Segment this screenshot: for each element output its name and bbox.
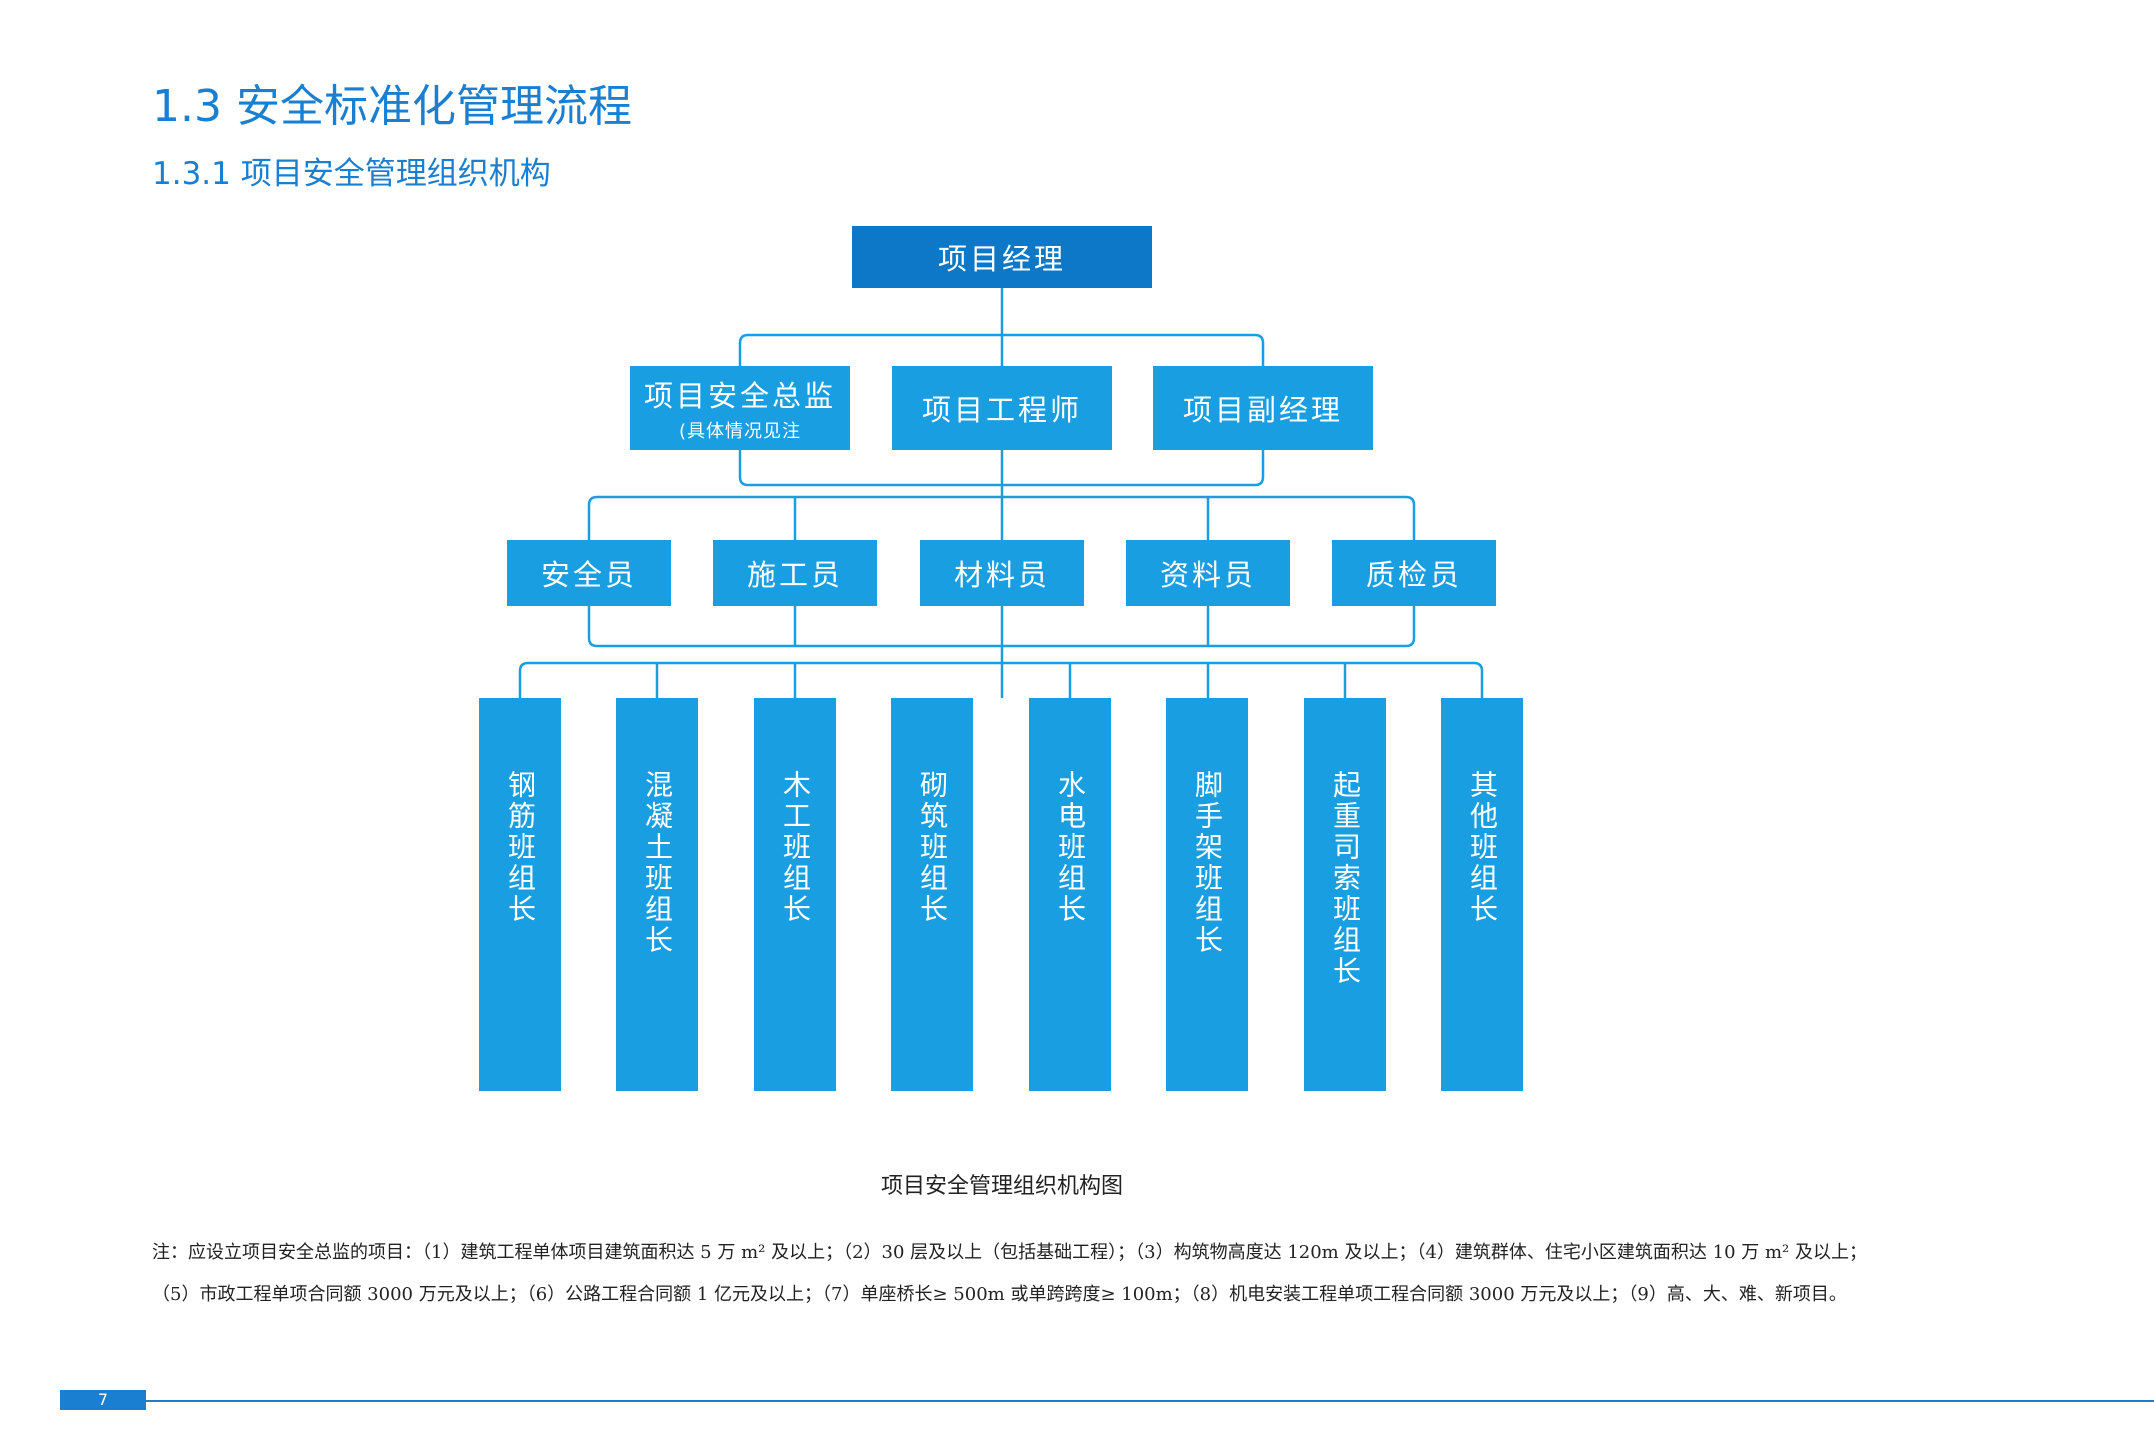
- org-node-label: 施工员: [746, 558, 843, 592]
- org-node-rigging-leader: 起重司索班组长: [1304, 698, 1386, 1091]
- org-node-label: 资料员: [1159, 558, 1256, 592]
- org-node-label: 起重司索班组长: [1329, 770, 1362, 987]
- org-node-safety-officer: 安全员: [507, 540, 671, 606]
- org-node-project-engineer: 项目工程师: [892, 366, 1112, 450]
- connector-bracket: [587, 495, 1416, 540]
- org-node-label: 项目安全总监: [643, 379, 836, 413]
- org-node-label: 钢筋班组长: [504, 770, 537, 925]
- org-node-quality-inspector: 质检员: [1332, 540, 1496, 606]
- org-node-label: 木工班组长: [779, 770, 812, 925]
- org-node-label: 安全员: [540, 558, 637, 592]
- org-node-plumbing-electrical-leader: 水电班组长: [1029, 698, 1111, 1091]
- org-node-construction-officer: 施工员: [713, 540, 877, 606]
- org-node-label: 砌筑班组长: [916, 770, 949, 925]
- org-node-label: 水电班组长: [1054, 770, 1087, 925]
- org-node-label: 项目工程师: [921, 393, 1082, 427]
- chart-caption: 项目安全管理组织机构图: [880, 1174, 1123, 1199]
- org-node-documents-officer: 资料员: [1126, 540, 1290, 606]
- org-node-rebar-leader: 钢筋班组长: [479, 698, 561, 1091]
- section-title: 1.3 安全标准化管理流程: [152, 81, 632, 132]
- footnote: 注：应设立项目安全总监的项目：（1）建筑工程单体项目建筑面积达 5 万 m² 及…: [152, 1242, 1867, 1305]
- org-node-label: 脚手架班组长: [1191, 770, 1224, 956]
- org-node-label: 其他班组长: [1466, 770, 1499, 925]
- page-number: 7: [60, 1390, 146, 1410]
- org-node-label: 质检员: [1365, 558, 1462, 592]
- org-node-label: 项目经理: [937, 242, 1066, 276]
- org-node-project-manager: 项目经理: [852, 226, 1152, 288]
- connector-bracket: [518, 661, 1484, 698]
- org-node-label: 混凝土班组长: [641, 770, 674, 956]
- org-node-materials-officer: 材料员: [920, 540, 1084, 606]
- subsection-title: 1.3.1 项目安全管理组织机构: [152, 156, 551, 192]
- org-node-carpentry-leader: 木工班组长: [754, 698, 836, 1091]
- org-node-label: 材料员: [953, 558, 1050, 592]
- org-node-label: 项目副经理: [1182, 393, 1343, 427]
- org-node-note: (具体情况见注: [678, 421, 802, 442]
- org-node-masonry-leader: 砌筑班组长: [891, 698, 973, 1091]
- org-node-concrete-leader: 混凝土班组长: [616, 698, 698, 1091]
- org-node-deputy-manager: 项目副经理: [1153, 366, 1373, 450]
- org-node-scaffolding-leader: 脚手架班组长: [1166, 698, 1248, 1091]
- footer-rule: [60, 1400, 2154, 1402]
- org-node-safety-director: 项目安全总监 (具体情况见注: [630, 366, 850, 450]
- org-node-other-leader: 其他班组长: [1441, 698, 1523, 1091]
